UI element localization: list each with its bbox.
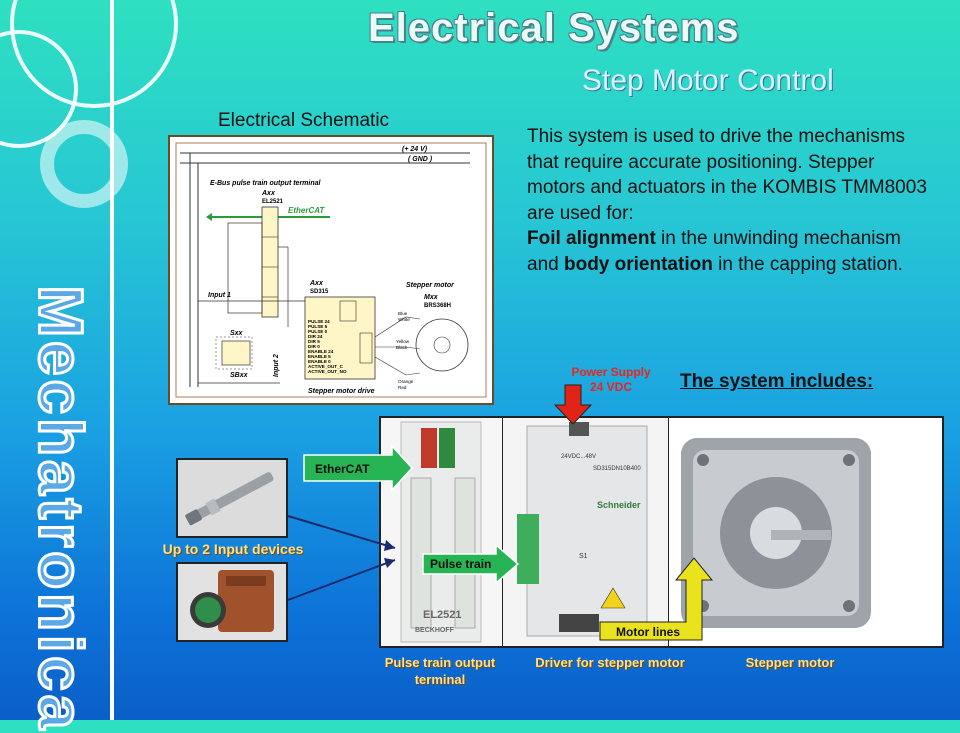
pin-label: ACTIVE_OUT_NO (308, 369, 347, 374)
driver-spec-text: 24VDC...48V (561, 454, 596, 460)
driver-pin-list: PULSE 24 PULSE 5 PULSE 0 DIR 24 DIR 5 DI… (308, 319, 347, 374)
pin-label: ACTIVE_OUT_C (308, 364, 344, 369)
label-wire-orange: Orange (398, 379, 414, 384)
description-intro: This system is used to drive the mechani… (527, 126, 927, 224)
label-stepper-motor: Stepper motor (406, 282, 455, 289)
label-sd315: SD315 (310, 289, 329, 295)
label-axx2: Axx (309, 280, 324, 287)
input-device-photo-button (176, 562, 288, 642)
pin-label: DIR 24 (308, 334, 323, 339)
label-wire-black: Black (396, 345, 408, 350)
caption-input-devices: Up to 2 Input devices (162, 541, 304, 557)
label-drive: Stepper motor drive (308, 388, 375, 395)
label-sxx: Sxx (230, 330, 244, 337)
pin-label: ENABLE 0 (308, 359, 331, 364)
input-device-photo-sensor (176, 458, 288, 538)
system-includes-heading: The system includes: (680, 371, 874, 392)
caption-terminal: Pulse train output terminal (384, 655, 496, 687)
label-sbxx: SBxx (230, 372, 249, 379)
system-description: This system is used to drive the mechani… (527, 124, 927, 277)
description-text-2: in the capping station. (712, 253, 903, 275)
pin-label: DIR 0 (308, 344, 320, 349)
push-button-illustration (178, 564, 286, 640)
label-ebus: E-Bus pulse train output terminal (210, 180, 322, 187)
description-text-1: in the unwinding mechanism and (527, 228, 901, 275)
device-photos-illustration: EL2521 BECKHOFF Schneider SD315DN10B400 … (381, 418, 942, 646)
label-brs: BRS368H (424, 303, 451, 309)
ethercat-arrow-label: EtherCAT (315, 462, 370, 476)
label-ethercat: EtherCAT (288, 206, 325, 215)
terminal-model-text: EL2521 (423, 609, 462, 621)
label-gnd: ( GND ) (408, 156, 433, 163)
driver-model-text: SD315DN10B400 (593, 466, 641, 472)
pin-label: ENABLE 5 (308, 354, 331, 359)
device-photos: EL2521 BECKHOFF Schneider SD315DN10B400 … (379, 416, 944, 648)
electrical-schematic: (+ 24 V) ( GND ) E-Bus pulse train outpu… (168, 135, 494, 405)
page-subtitle: Step Motor Control (582, 64, 834, 97)
pin-label: ENABLE 24 (308, 349, 334, 354)
schematic-drawing: (+ 24 V) ( GND ) E-Bus pulse train outpu… (175, 142, 487, 398)
label-input2: Input 2 (273, 354, 280, 377)
driver-brand-text: Schneider (597, 500, 641, 510)
label-wire-white: White (398, 317, 410, 322)
description-bold-2: body orientation (563, 253, 713, 275)
label-wire-yellow: Yellow (396, 339, 410, 344)
power-supply-label: Power Supply 24 VDC (571, 365, 651, 394)
schematic-label: Electrical Schematic (218, 110, 390, 131)
pin-label: PULSE 5 (308, 324, 328, 329)
label-wire-red: Red (398, 385, 407, 390)
label-el2521: EL2521 (262, 199, 284, 205)
side-word-mechatronica: Mechatronica (24, 284, 96, 733)
label-axx1: Axx (261, 190, 276, 197)
pin-label: DIR 5 (308, 339, 320, 344)
label-mxx: Mxx (424, 294, 439, 301)
decor-vertical-line (110, 0, 114, 720)
label-24v: (+ 24 V) (402, 146, 428, 153)
sensor-illustration (178, 460, 286, 536)
description-bold-1: Foil alignment (527, 228, 656, 249)
caption-driver: Driver for stepper motor (535, 655, 685, 670)
decor-ring (40, 120, 128, 208)
label-wire-blue: Blue (398, 311, 408, 316)
pin-label: PULSE 0 (308, 329, 328, 334)
pin-label: PULSE 24 (308, 319, 330, 324)
driver-sub-text: S1 (579, 553, 588, 560)
caption-stepper-motor: Stepper motor (745, 655, 835, 670)
terminal-brand-text: BECKHOFF (415, 627, 455, 634)
page-title: Electrical Systems (368, 6, 740, 50)
label-input1: Input 1 (208, 292, 231, 299)
